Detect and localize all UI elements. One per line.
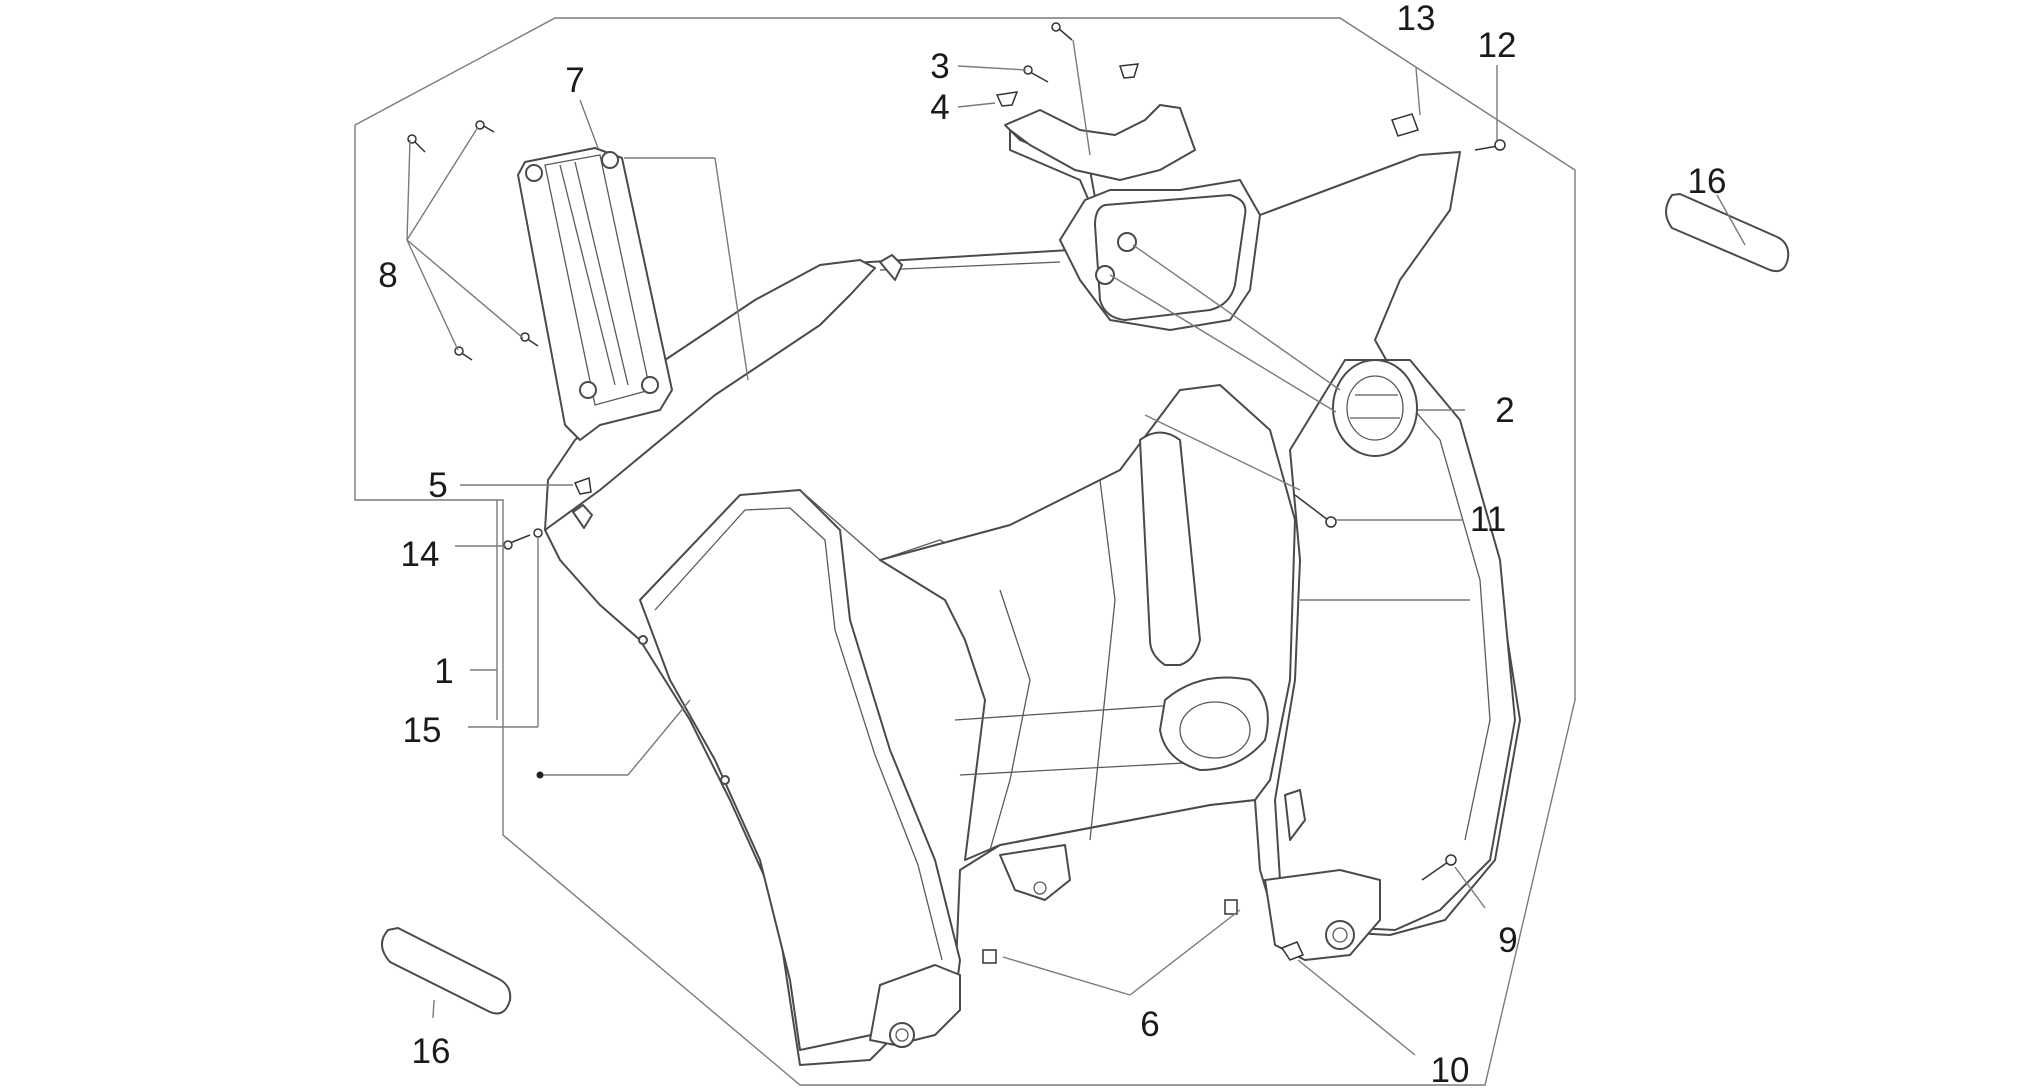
callout-2: 2 xyxy=(1495,391,1514,430)
grille-icon xyxy=(517,147,673,441)
callout-5: 5 xyxy=(428,466,447,505)
callout-10: 10 xyxy=(1431,1051,1470,1088)
assembly-boundary-outline xyxy=(354,17,1576,1086)
leader-lines xyxy=(406,39,1746,1056)
callout-8: 8 xyxy=(378,256,397,295)
callout-6: 6 xyxy=(1140,1005,1159,1044)
callout-14: 14 xyxy=(401,535,440,574)
callout-1: 1 xyxy=(434,652,453,691)
callout-13: 13 xyxy=(1397,0,1436,38)
callout-16-top: 16 xyxy=(1688,162,1727,201)
callout-15: 15 xyxy=(403,711,442,750)
callout-12: 12 xyxy=(1478,26,1517,65)
grommet-icon xyxy=(1332,359,1418,457)
badge-icon xyxy=(381,193,1790,1015)
callout-4: 4 xyxy=(930,88,949,127)
callout-9: 9 xyxy=(1498,921,1517,960)
nut-icon xyxy=(982,899,1238,964)
callout-3: 3 xyxy=(930,47,949,86)
legshield-icon xyxy=(544,104,1521,1066)
pointer-dot xyxy=(536,771,544,779)
clip-icon xyxy=(573,63,1419,961)
callout-7: 7 xyxy=(565,61,584,100)
callout-16-bottom: 16 xyxy=(412,1032,451,1071)
callout-11: 11 xyxy=(1470,500,1506,539)
washer-icon xyxy=(533,528,543,538)
